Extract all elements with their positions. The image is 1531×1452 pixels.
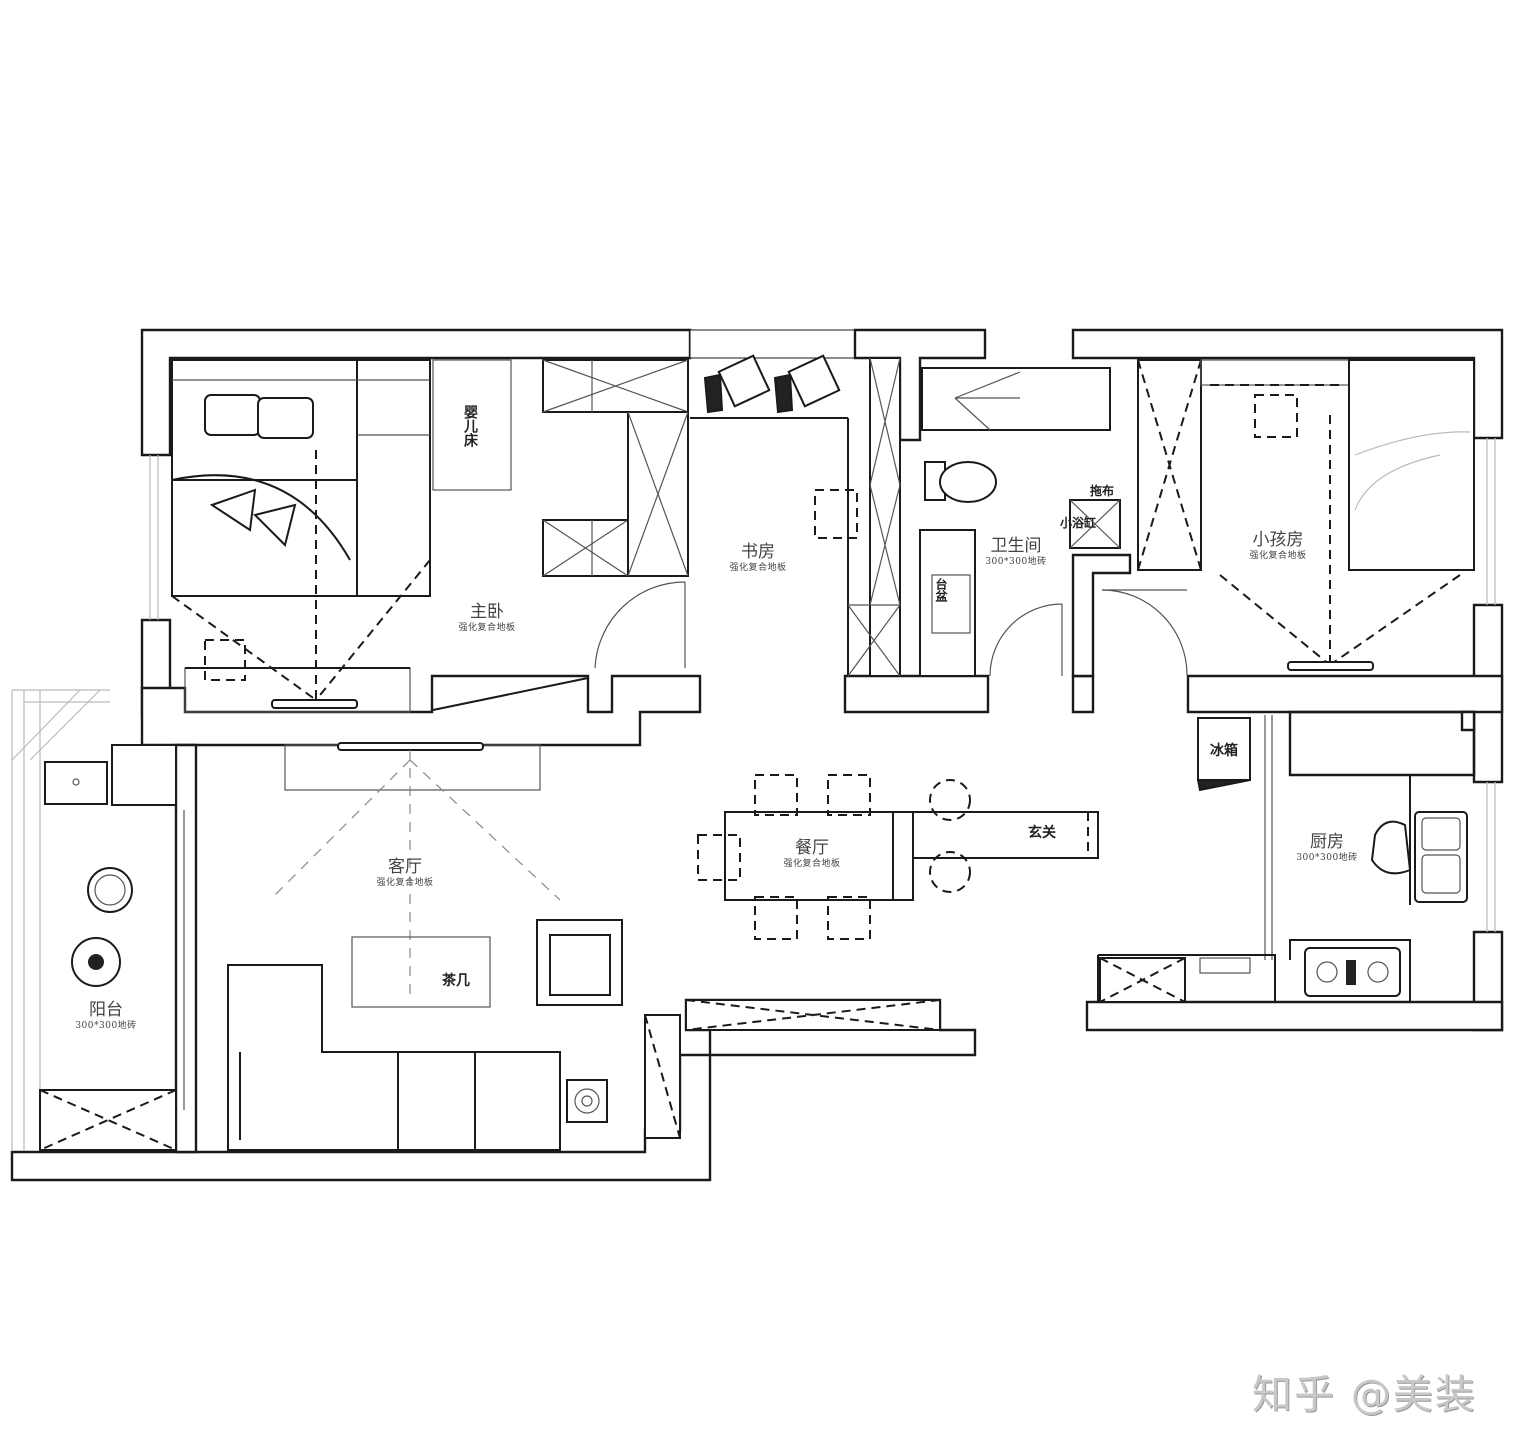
room-name: 厨房	[1309, 832, 1344, 852]
kids-room-furniture	[1101, 359, 1475, 676]
floor-material: 强化复合地板	[1249, 551, 1307, 561]
sink	[1414, 811, 1468, 903]
crib-label: 婴儿床	[462, 405, 478, 447]
coffee-table-label: 茶几	[442, 973, 470, 989]
kitchen-fixtures	[1099, 717, 1468, 1003]
armchair-icons	[703, 354, 841, 414]
dining-furniture	[697, 774, 1099, 940]
mop-sink-label: 拖布	[1090, 484, 1115, 498]
laundry-sink-label: 小浴缸	[1060, 516, 1097, 530]
room-name: 书房	[740, 542, 775, 562]
room-label-kitchen: 厨房 300*300地砖	[1296, 832, 1357, 864]
room-label-living-room: 客厅 强化复合地板	[376, 857, 433, 889]
room-name: 主卧	[469, 602, 504, 622]
room-label-kids-room: 小孩房 强化复合地板	[1249, 530, 1306, 562]
floor-material: 300*300地砖	[1296, 853, 1358, 863]
room-label-balcony: 阳台 300*300地砖	[75, 1000, 136, 1032]
sofa	[227, 964, 561, 1151]
floor-material: 强化复合地板	[783, 859, 841, 869]
living-room-furniture	[227, 742, 941, 1151]
room-label-master-bedroom: 主卧 强化复合地板	[458, 602, 515, 634]
floor-material: 强化复合地板	[458, 623, 516, 633]
room-name: 小孩房	[1252, 530, 1304, 550]
master-bedroom-furniture	[171, 359, 689, 713]
coffee-table	[351, 936, 491, 1008]
crib	[432, 359, 512, 491]
watermark: 知乎 @美装	[1252, 1372, 1477, 1418]
fridge-label: 冰箱	[1210, 743, 1238, 759]
room-name: 餐厅	[794, 838, 829, 858]
room-label-study: 书房 强化复合地板	[729, 542, 786, 574]
study-furniture	[690, 354, 901, 677]
bathroom-fixtures	[919, 367, 1121, 677]
room-label-dining-room: 餐厅 强化复合地板	[783, 838, 840, 870]
room-name: 客厅	[387, 857, 422, 877]
floor-material: 强化复合地板	[376, 878, 434, 888]
floor-material: 强化复合地板	[729, 563, 787, 573]
vanity-label: 台盆	[934, 578, 948, 602]
floor-material: 300*300地砖	[75, 1021, 137, 1031]
floor-material: 300*300地砖	[985, 557, 1047, 567]
room-name: 卫生间	[990, 536, 1042, 556]
room-name: 阳台	[88, 1000, 123, 1020]
dining-table	[724, 811, 894, 901]
room-label-bathroom: 卫生间 300*300地砖	[985, 536, 1046, 568]
fridge	[1197, 717, 1251, 781]
balcony-fixtures	[39, 744, 177, 1151]
entrance-label: 玄关	[1028, 825, 1056, 841]
